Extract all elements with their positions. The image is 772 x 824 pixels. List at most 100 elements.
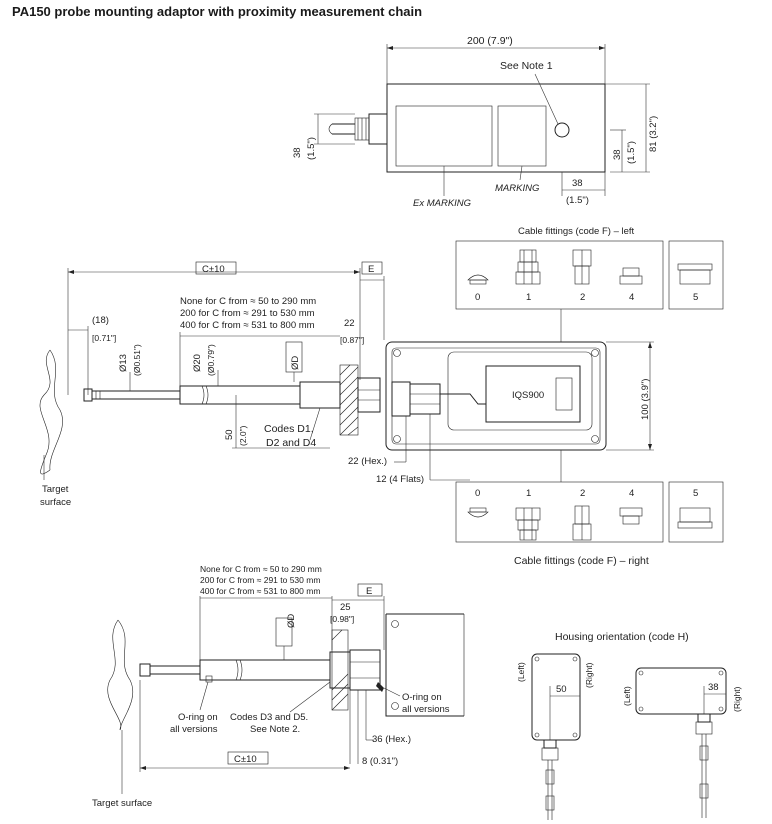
orientation-cable-a	[547, 760, 553, 820]
fittings-right-frame	[455, 481, 664, 543]
inner-hex	[409, 383, 441, 415]
bottom-dia-d-label: ØD	[286, 614, 297, 628]
fitting-right-label-4: 4	[629, 488, 634, 499]
bottom-none-for: None for C from ≈ 50 to 290 mm	[200, 564, 322, 574]
bottom-housing	[385, 613, 464, 717]
bottom-target-label: Target surface	[92, 798, 152, 809]
height-right-a-in-label: (1.5")	[626, 141, 637, 164]
hex22-label: 22 (Hex.)	[348, 456, 387, 467]
dim-100-label: 100 (3.9")	[640, 379, 651, 420]
marking-label: MARKING	[495, 183, 539, 194]
orient-right-a: (Right)	[584, 662, 594, 688]
orientation-title: Housing orientation (code H)	[555, 631, 689, 643]
dia-d-label: ØD	[290, 356, 301, 370]
bottom-probe-tip	[139, 663, 151, 677]
oring-right-1: O-ring on	[402, 692, 442, 703]
hex36-label: 36 (Hex.)	[372, 734, 411, 745]
e-label: E	[368, 264, 374, 275]
orient-left-b: (Left)	[622, 686, 632, 706]
housing-outline-side	[385, 341, 607, 451]
fitting-left-label-2: 2	[580, 292, 585, 303]
fittings-left-frame	[455, 240, 664, 310]
bottom-dim-label: 38	[572, 178, 583, 189]
orientation-housing-a	[531, 653, 581, 741]
e-box	[361, 261, 383, 275]
surface-label: surface	[40, 497, 71, 508]
side-view: C±10 E (18) [0.71"] None for C from ≈ 50…	[39, 261, 654, 508]
gland-nut	[368, 113, 388, 145]
fitting-2-icon	[572, 249, 592, 285]
fitting-right-label-1: 1	[526, 488, 531, 499]
orientation-cable-b	[701, 734, 707, 818]
probe-sleeve	[179, 385, 301, 405]
fitting-0-icon	[467, 274, 489, 281]
flats12-label: 12 (4 Flats)	[376, 474, 424, 485]
orient-dim-50: 50	[556, 684, 567, 695]
fittings-right-caption: Cable fittings (code F) – right	[514, 555, 649, 567]
c-tol-box	[195, 261, 237, 275]
dim-18-in-label: [0.71"]	[92, 333, 116, 343]
bottom-view: None for C from ≈ 50 to 290 mm 200 for C…	[92, 564, 465, 809]
page-title: PA150 probe mounting adaptor with proxim…	[12, 4, 423, 19]
orientation-housing-b	[635, 667, 727, 715]
height-right-a-label: 38	[612, 149, 623, 160]
bottom-e-label: E	[366, 586, 372, 597]
width-dim-label: 200 (7.9")	[467, 35, 513, 47]
fitting-left-label-0: 0	[475, 292, 480, 303]
dim-50-in-label: (2.0")	[238, 425, 248, 446]
orient-right-b: (Right)	[732, 686, 742, 712]
bottom-target-shape	[107, 619, 122, 731]
fitting-r2-icon	[572, 505, 592, 541]
probe-body	[91, 390, 181, 400]
fitting-right-label-0: 0	[475, 488, 480, 499]
marking-plate	[497, 105, 547, 167]
fitting-r4-icon	[619, 507, 643, 525]
dim-8-label: 8 (0.31")	[362, 756, 398, 767]
oring-right-2: all versions	[402, 704, 450, 715]
target-label: Target	[42, 484, 69, 495]
fitting-left-label-1: 1	[526, 292, 531, 303]
bottom-e-box	[357, 583, 383, 597]
dia20-label: Ø20	[192, 354, 203, 372]
target-shape	[39, 349, 51, 475]
fitting-1-icon	[515, 249, 541, 285]
height-right-b-label: 81 (3.2")	[648, 116, 659, 152]
fitting-r0-icon	[467, 507, 489, 518]
fitting-r5-icon	[677, 507, 713, 529]
none-for-label: None for C from ≈ 50 to 290 mm	[180, 296, 316, 307]
fittings-right: 0 1 2 4 5 Cable fittings (code F	[455, 481, 724, 567]
height-left-in-label: (1.5")	[306, 137, 317, 160]
iqs-label: IQS900	[512, 390, 544, 401]
oring-left-1: O-ring on	[178, 712, 218, 723]
dim-25-label: 25	[340, 602, 351, 613]
iqs900-module	[485, 365, 581, 423]
fitting-right-label-2: 2	[580, 488, 585, 499]
fitting-4-icon	[619, 267, 643, 285]
top-view: 200 (7.9") See Note 1 38 (1.5") 38 (1.5"…	[292, 35, 659, 209]
twohundred-for-label: 200 for C from ≈ 291 to 530 mm	[180, 308, 315, 319]
bottom-dim-in-label: (1.5")	[566, 195, 589, 206]
dim-25-in-label: [0.98"]	[330, 614, 354, 624]
bottom-codes-2: See Note 2.	[250, 724, 300, 735]
c-tol-label: C±10	[202, 264, 225, 275]
fitting-r1-icon	[515, 507, 541, 541]
fitting-right-label-5: 5	[693, 488, 698, 499]
fitting-left-label-5: 5	[693, 292, 698, 303]
codes-line1: Codes D1,	[264, 423, 314, 435]
adaptor-tube	[299, 381, 341, 409]
dia20-in-label: (Ø0.79")	[206, 344, 216, 376]
fitting-5-icon	[677, 263, 713, 285]
bottom-c-tol-box	[227, 751, 269, 765]
ex-marking-label: Ex MARKING	[413, 198, 471, 209]
height-left-label: 38	[292, 147, 303, 158]
bottom-fourhundred-for: 400 for C from ≈ 531 to 800 mm	[200, 586, 320, 596]
orient-left-a: (Left)	[516, 662, 526, 682]
fitting-5-frame	[668, 240, 724, 310]
ex-marking-plate	[395, 105, 493, 167]
inner-gland	[391, 381, 411, 417]
dia13-in-label: (Ø0.51")	[132, 344, 142, 376]
dim-22-label: 22	[344, 318, 355, 329]
bottom-hex	[349, 649, 381, 691]
dim-50-label: 50	[224, 429, 235, 440]
